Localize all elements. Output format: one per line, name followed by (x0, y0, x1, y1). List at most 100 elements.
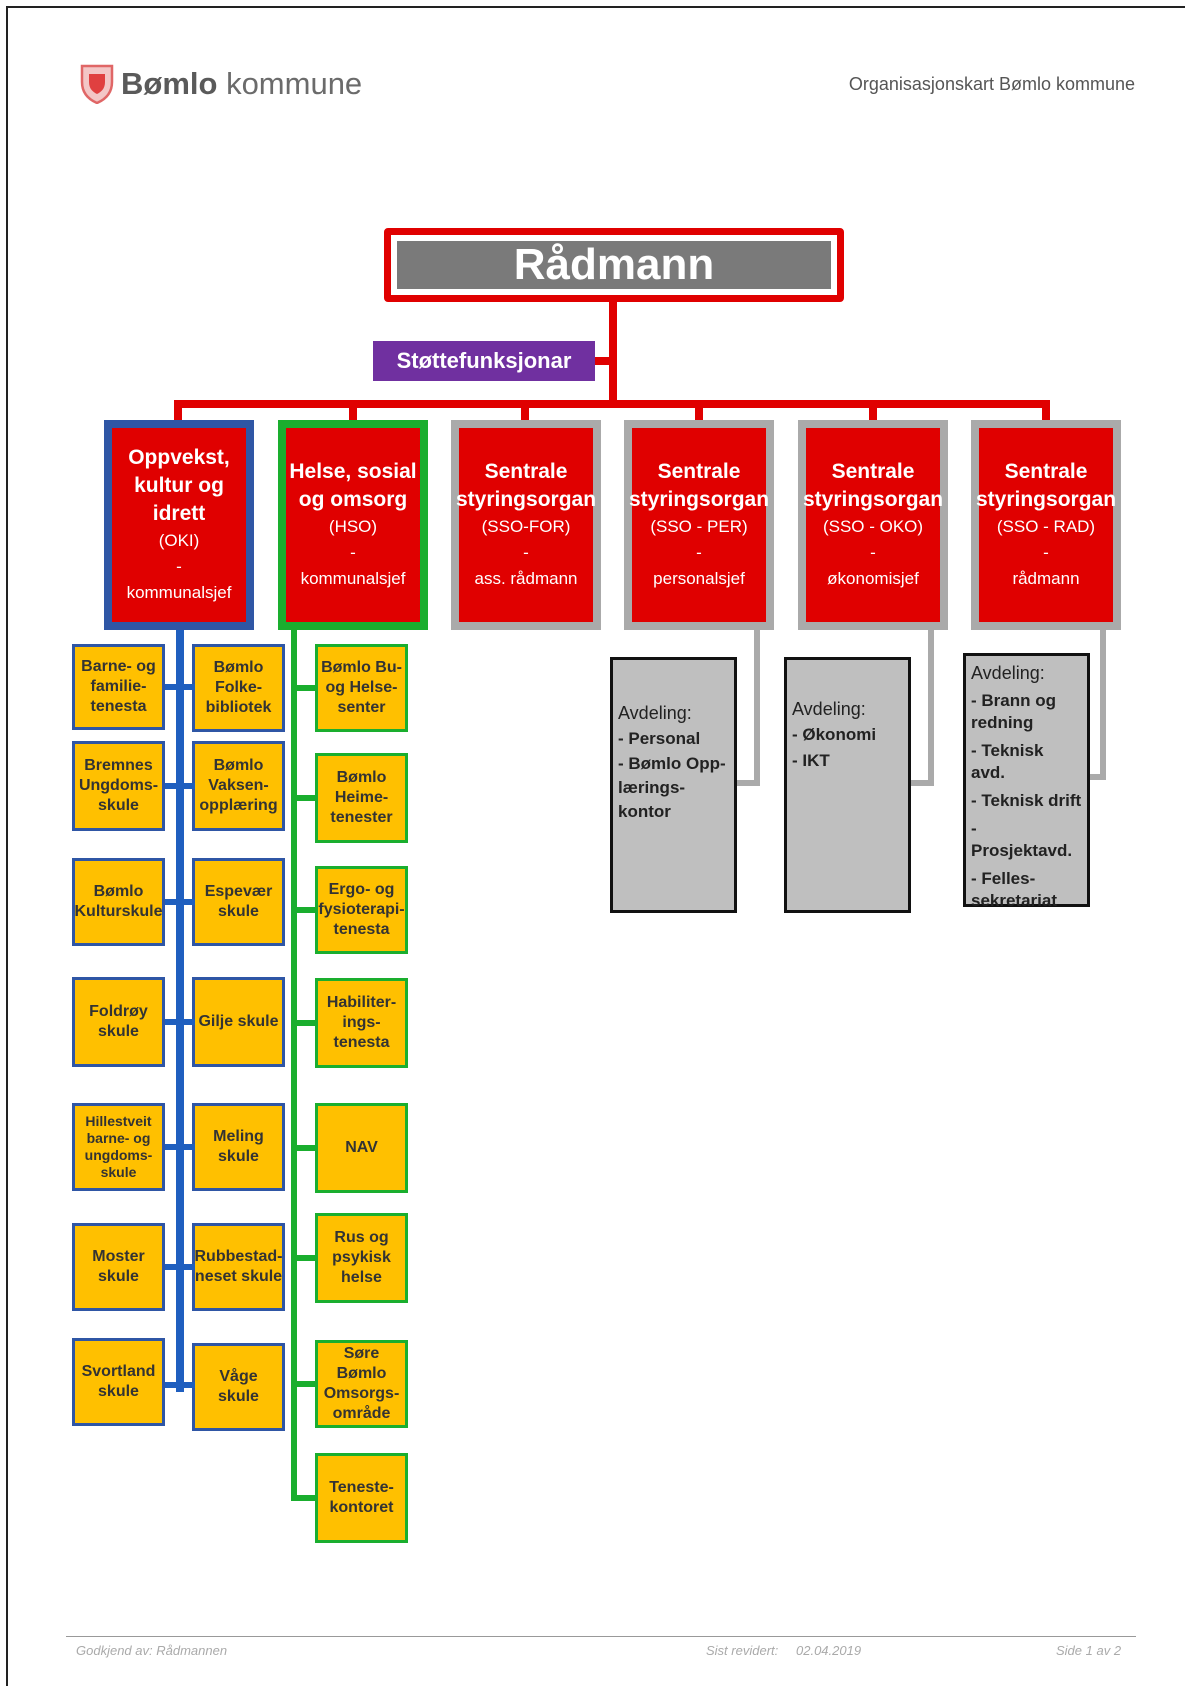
connector (291, 1381, 317, 1387)
connector (1042, 400, 1050, 420)
radmann-label: Rådmann (397, 240, 831, 289)
logo (80, 64, 114, 105)
dept-dash: - (870, 543, 876, 562)
document-title: Organisasjonskart Bømlo kommune (848, 74, 1135, 94)
department-sso-rad: Sentrale styringsorgan (SSO - RAD) - råd… (971, 420, 1121, 630)
footer-approved: Godkjend av: Rådmannen (76, 1643, 228, 1658)
unit-box: Barne- og familie-tenesta (72, 644, 165, 730)
section-box-rad: Avdeling: - Brann og redning - Teknisk a… (963, 653, 1090, 910)
section-item: - Teknisk drift (971, 791, 1082, 810)
unit-box: Ergo- og fysioterapi-tenesta (315, 866, 408, 954)
dept-abbr: (SSO-FOR) (481, 517, 571, 536)
unit-box: Rus og psykisk helse (315, 1213, 408, 1303)
dept-role: ass. rådmann (474, 569, 578, 588)
unit-box: Bømlo Kulturskule (72, 858, 165, 946)
logo-text: Bømlo kommune (121, 66, 362, 102)
department-hso: Helse, sosial og omsorg (HSO) - kommunal… (278, 420, 428, 630)
page-border (6, 6, 1185, 1686)
unit-box: Espevær skule (192, 858, 285, 946)
connector (165, 783, 195, 789)
section-item: - Felles-sekretariat (971, 869, 1058, 910)
connector (291, 795, 317, 801)
unit-box: Bømlo Vaksen-opplæring (192, 741, 285, 831)
connector (291, 1145, 317, 1151)
section-box-per: Avdeling: - Personal - Bømlo Opp-lærings… (610, 657, 737, 913)
dept-role: personalsjef (653, 569, 745, 588)
connector (165, 684, 195, 690)
footer-page: Side 1 av 2 (1056, 1643, 1122, 1658)
connector (1088, 774, 1106, 780)
department-sso-per: Sentrale styringsorgan (SSO - PER) - per… (624, 420, 774, 630)
connector (521, 400, 529, 420)
section-heading: Avdeling: (618, 703, 692, 723)
logo-bold: Bømlo (121, 66, 218, 101)
department-sso-for: Sentrale styringsorgan (SSO-FOR) - ass. … (451, 420, 601, 630)
connector (174, 400, 1050, 408)
section-item: - Prosjektavd. (971, 819, 1073, 860)
footer-revised-date: 02.04.2019 (796, 1643, 862, 1658)
dept-title: Sentrale styringsorgan (456, 460, 597, 511)
connector (1100, 630, 1106, 780)
unit-box: Svortland skule (72, 1338, 165, 1426)
dept-title: Helse, sosial og omsorg (289, 460, 417, 511)
connector (165, 1264, 195, 1270)
connector (291, 1020, 317, 1026)
radmann-box: Rådmann (384, 228, 844, 302)
connector (291, 685, 317, 691)
unit-box: Gilje skule (192, 977, 285, 1067)
footer-revised-label: Sist revidert: (706, 1643, 779, 1658)
connector (609, 302, 617, 404)
connector (165, 1382, 195, 1388)
connector (291, 1255, 317, 1261)
dept-abbr: (SSO - RAD) (996, 517, 1096, 536)
connector (754, 630, 760, 786)
section-item: - Bømlo Opp-lærings-kontor (618, 754, 726, 821)
unit-box: Rubbestad-neset skule (192, 1223, 285, 1311)
section-item: - IKT (792, 751, 830, 770)
connector (928, 630, 934, 786)
unit-box: Meling skule (192, 1103, 285, 1191)
connector (291, 907, 317, 913)
connector (909, 780, 934, 786)
connector (869, 400, 877, 420)
section-heading: Avdeling: (792, 699, 866, 719)
dept-role: økonomisjef (827, 569, 919, 588)
shield-icon (80, 64, 114, 105)
unit-box: Moster skule (72, 1223, 165, 1311)
section-item: - Økonomi (792, 725, 877, 744)
connector (291, 1495, 317, 1501)
connector (165, 1019, 195, 1025)
connector (176, 630, 184, 1392)
connector (291, 630, 297, 1500)
connector (595, 357, 609, 365)
section-item: - Teknisk avd. (971, 741, 1044, 782)
unit-box: NAV (315, 1103, 408, 1193)
unit-box: Bømlo Heime-tenester (315, 753, 408, 843)
dept-role: rådmann (1012, 569, 1080, 588)
logo-light: kommune (226, 66, 363, 101)
department-sso-oko: Sentrale styringsorgan (SSO - OKO) - øko… (798, 420, 948, 630)
unit-box: Bømlo Bu- og Helse-senter (315, 644, 408, 732)
section-box-oko: Avdeling: - Økonomi - IKT (784, 657, 911, 913)
dept-dash: - (176, 557, 182, 576)
unit-box: Teneste-kontoret (315, 1453, 408, 1543)
unit-box: Habiliter-ings-tenesta (315, 978, 408, 1068)
dept-abbr: (OKI) (158, 531, 200, 550)
dept-dash: - (523, 543, 529, 562)
connector (174, 400, 182, 420)
dept-role: kommunalsjef (300, 569, 406, 588)
unit-box: Foldrøy skule (72, 977, 165, 1067)
connector (735, 780, 760, 786)
dept-title: Sentrale styringsorgan (629, 460, 770, 511)
section-item: - Personal (618, 729, 701, 748)
support-functions-box: Støttefunksjonar (373, 341, 595, 381)
footer-divider (66, 1636, 1136, 1637)
unit-box: Søre Bømlo Omsorgs-område (315, 1340, 408, 1428)
unit-box: Bremnes Ungdoms-skule (72, 741, 165, 831)
dept-title: Sentrale styringsorgan (976, 460, 1117, 511)
connector (165, 899, 195, 905)
dept-title: Sentrale styringsorgan (803, 460, 944, 511)
dept-role: kommunalsjef (126, 583, 232, 602)
department-oki: Oppvekst, kultur og idrett (OKI) - kommu… (104, 420, 254, 630)
connector (165, 1144, 195, 1150)
